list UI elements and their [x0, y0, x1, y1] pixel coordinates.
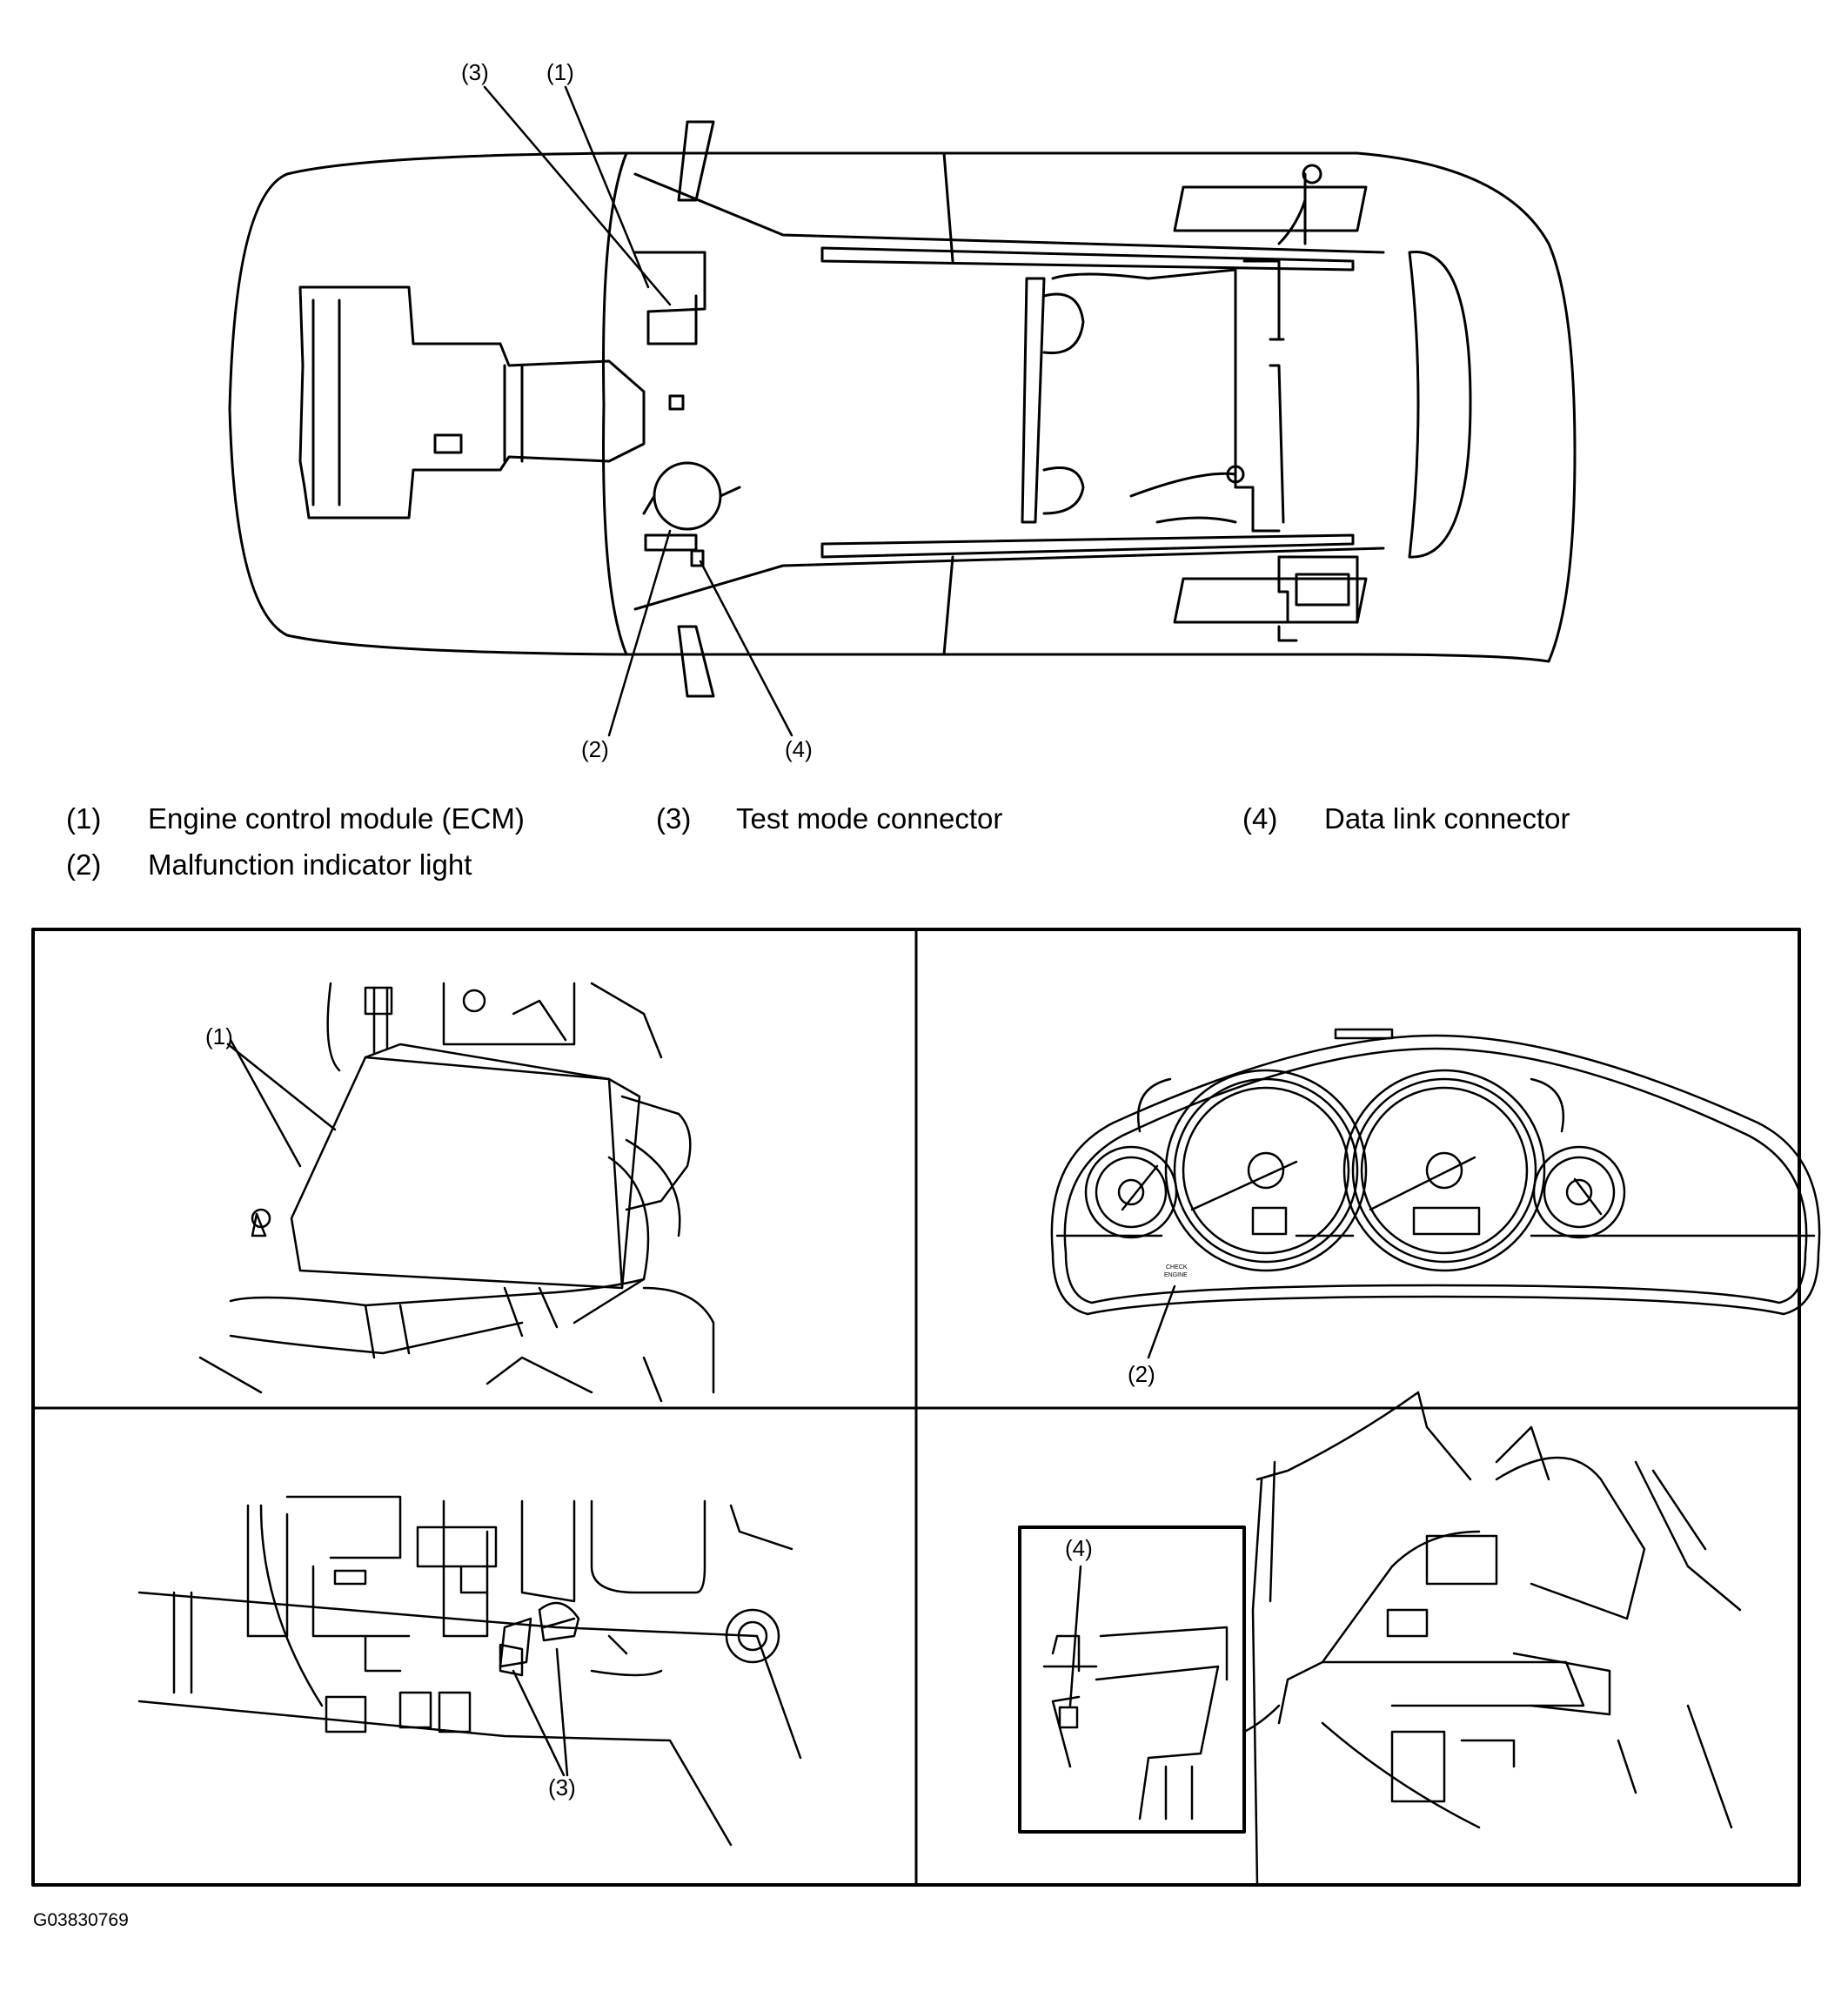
callout-top-2: (2): [581, 736, 609, 762]
callout-labels: (3) (1) (2) (4) (1) (2) (3) (4) CHECK EN…: [205, 59, 1188, 1800]
tachometer: [1342, 1069, 1546, 1272]
engine-outline: [298, 285, 646, 520]
legend-text-3: Test mode connector: [736, 802, 1003, 835]
legend-text-2: Malfunction indicator light: [148, 848, 472, 881]
speedometer: [1164, 1069, 1368, 1272]
cluster-outline: [1050, 1034, 1821, 1316]
callout-top-4: (4): [785, 736, 813, 762]
figure-code: G03830769: [33, 1910, 129, 1930]
check-engine-line2: ENGINE: [1164, 1272, 1188, 1278]
panel-test-connector-illustration: [137, 1495, 802, 1847]
panel-cluster-illustration: [1050, 1028, 1821, 1316]
legend-num-2: (2): [66, 848, 102, 881]
callout-top-1: (1): [546, 59, 574, 85]
car-top-view: [228, 120, 1577, 698]
leader-lines-top: [483, 85, 793, 737]
small-gauge-right: [1532, 1145, 1626, 1239]
legend-text-1: Engine control module (ECM): [148, 802, 525, 835]
legend-num-3: (3): [656, 802, 692, 835]
panel-ecm-illustration: [198, 982, 715, 1403]
legend-text-4: Data link connector: [1324, 802, 1570, 835]
panel-dlc-illustration: [1018, 1391, 1742, 1887]
check-engine-line1: CHECK: [1166, 1264, 1188, 1271]
ecm-box-top: [633, 251, 706, 345]
ecm-module: [290, 1043, 641, 1290]
test-mode-connector-left: [499, 1617, 532, 1668]
callout-panel-ecm: (1): [205, 1023, 233, 1049]
test-mode-connector-right: [538, 1601, 580, 1642]
callout-panel-test: (3): [548, 1774, 576, 1800]
small-gauge-left: [1084, 1145, 1178, 1239]
callout-top-3: (3): [461, 59, 489, 85]
data-link-connector: [1058, 1706, 1079, 1729]
dlc-inset-frame: [1018, 1526, 1246, 1834]
legend-num-4: (4): [1242, 802, 1278, 835]
callout-panel-mil: (2): [1128, 1361, 1155, 1387]
car-body-outline: [228, 151, 1577, 663]
legend-num-1: (1): [66, 802, 102, 835]
callout-panel-dlc: (4): [1065, 1535, 1093, 1561]
